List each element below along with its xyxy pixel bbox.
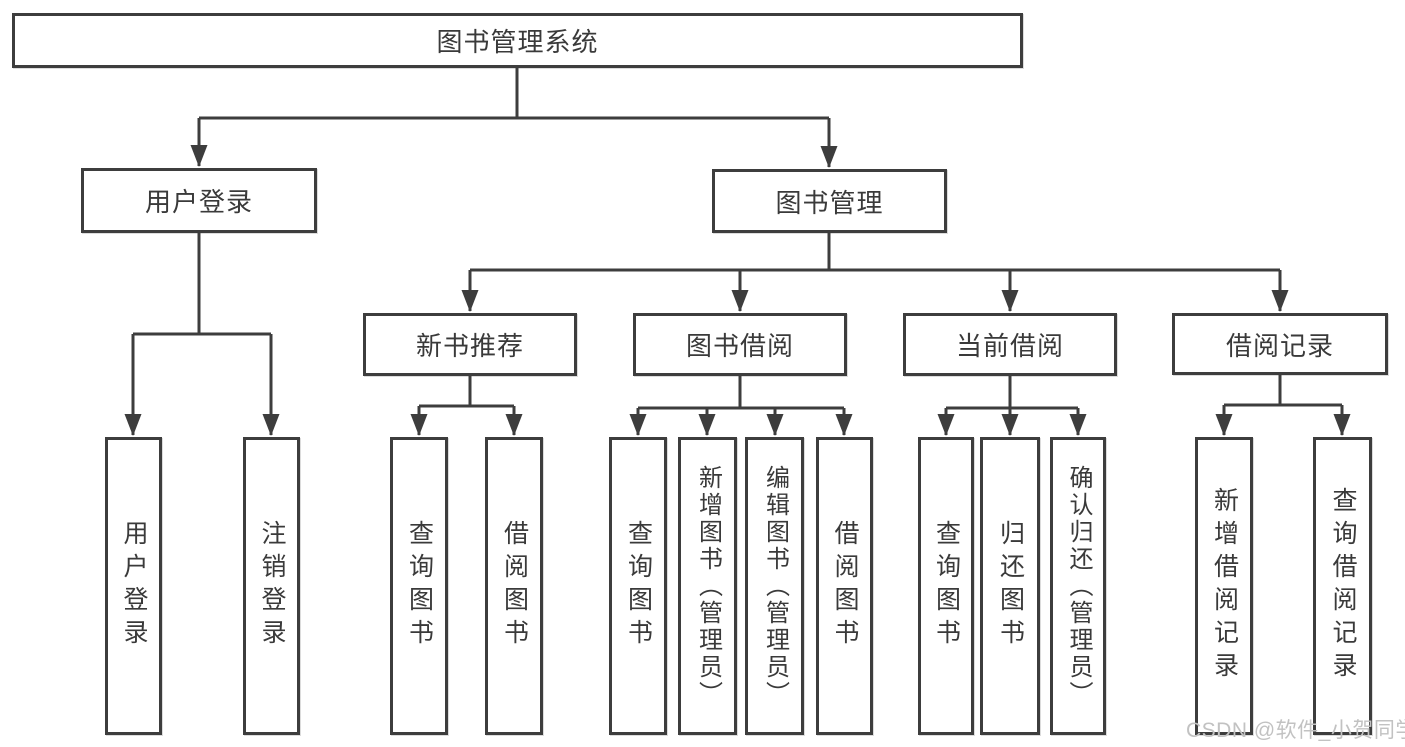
leaf-edit-book-admin: 编辑图书（管理员） — [745, 437, 804, 735]
leaf-logout: 注销登录 — [243, 437, 300, 735]
node-user-login-label: 用户登录 — [144, 187, 253, 217]
leaf-query-books-2-label: 查询图书 — [624, 520, 653, 652]
leaf-return-book: 归还图书 — [980, 437, 1040, 735]
node-new-book-recommend: 新书推荐 — [363, 313, 577, 376]
edge-trunks — [133, 68, 1342, 410]
leaf-add-borrow-record-label: 新增借阅记录 — [1210, 487, 1239, 685]
leaf-borrow-books-2: 借阅图书 — [816, 437, 873, 735]
leaf-add-book-admin: 新增图书（管理员） — [678, 437, 737, 735]
edge-borrow-record-split — [1224, 375, 1342, 407]
csdn-watermark: CSDN @软件_小贺同学 — [1186, 719, 1405, 742]
edge-new-book-split — [419, 376, 514, 408]
edge-current-borrow-split — [946, 376, 1078, 410]
node-book-borrow: 图书借阅 — [633, 313, 847, 376]
edge-arrows — [124, 118, 1351, 436]
leaf-edit-book-admin-label: 编辑图书（管理员） — [761, 464, 789, 708]
edge-user-login-split — [133, 233, 271, 336]
leaf-user-login-label: 用户登录 — [120, 520, 148, 652]
node-current-borrow: 当前借阅 — [903, 313, 1117, 376]
node-root-label: 图书管理系统 — [436, 27, 599, 57]
node-new-book-recommend-label: 新书推荐 — [415, 331, 524, 361]
edge-root-split — [199, 68, 829, 120]
node-root: 图书管理系统 — [12, 13, 1023, 68]
leaf-query-books-1: 查询图书 — [390, 437, 448, 735]
node-current-borrow-label: 当前借阅 — [955, 331, 1064, 361]
leaf-return-book-label: 归还图书 — [996, 520, 1025, 652]
edge-book-management-split — [470, 233, 1280, 272]
node-book-management: 图书管理 — [712, 169, 947, 233]
leaf-confirm-return-admin-label: 确认归还（管理员） — [1065, 464, 1092, 708]
node-borrow-records-label: 借阅记录 — [1225, 330, 1334, 361]
leaf-add-book-admin-label: 新增图书（管理员） — [694, 464, 722, 708]
node-borrow-records: 借阅记录 — [1172, 313, 1388, 375]
leaf-query-books-3: 查询图书 — [918, 437, 974, 735]
edge-book-borrow-split — [638, 376, 844, 410]
leaf-query-borrow-record-label: 查询借阅记录 — [1329, 487, 1357, 685]
leaf-borrow-books-1: 借阅图书 — [485, 437, 543, 735]
leaf-query-borrow-record: 查询借阅记录 — [1313, 437, 1372, 735]
leaf-query-books-1-label: 查询图书 — [405, 520, 434, 652]
node-book-borrow-label: 图书借阅 — [685, 331, 794, 361]
leaf-borrow-books-2-label: 借阅图书 — [831, 520, 859, 652]
leaf-borrow-books-1-label: 借阅图书 — [500, 520, 529, 652]
node-user-login: 用户登录 — [81, 168, 317, 233]
leaf-query-books-3-label: 查询图书 — [932, 520, 961, 652]
leaf-logout-label: 注销登录 — [258, 520, 286, 652]
leaf-query-books-2: 查询图书 — [609, 437, 667, 735]
leaf-add-borrow-record: 新增借阅记录 — [1195, 437, 1253, 735]
leaf-user-login: 用户登录 — [105, 437, 162, 735]
leaf-confirm-return-admin: 确认归还（管理员） — [1050, 437, 1106, 735]
node-book-management-label: 图书管理 — [775, 187, 884, 218]
